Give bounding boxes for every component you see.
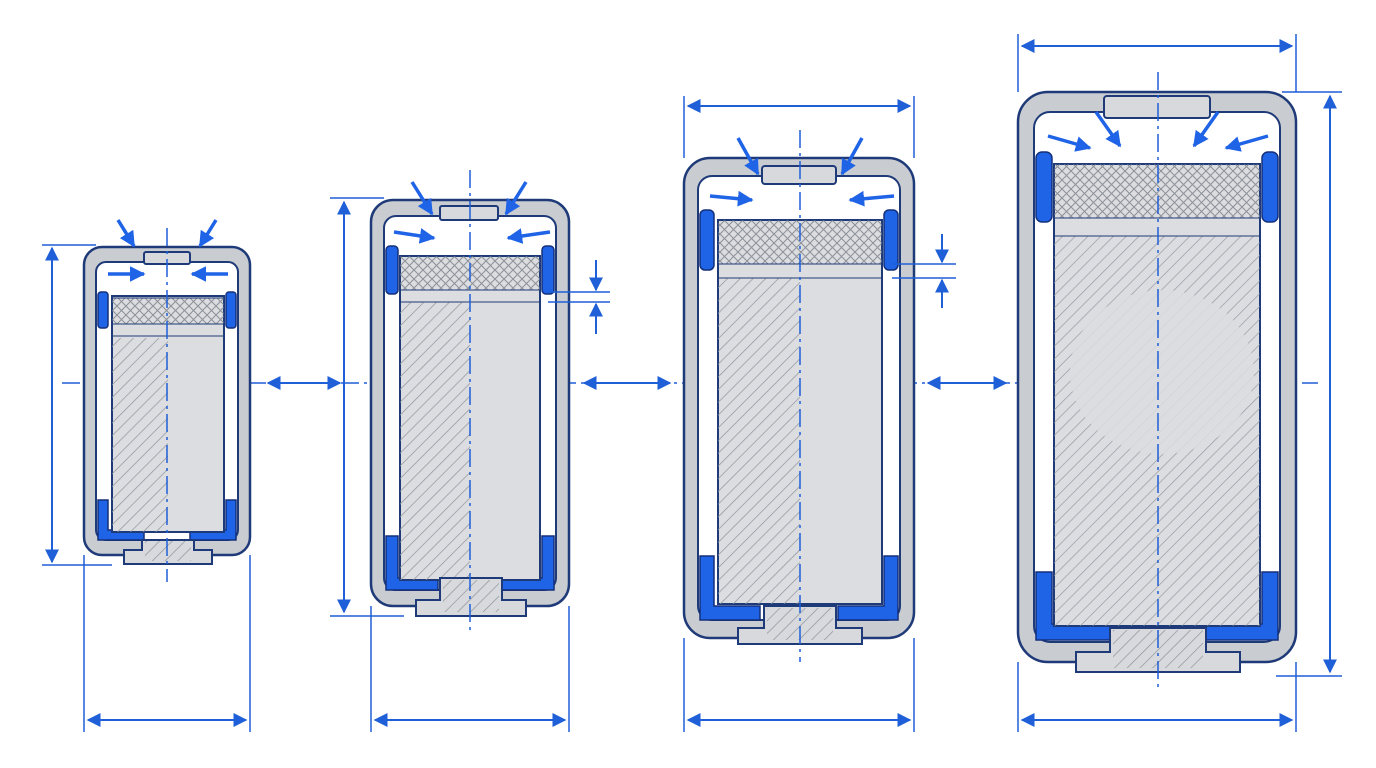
inflow-arrow-icon [736,137,760,176]
inflow-arrow-icon [1224,134,1269,152]
cell-3-seal-top-left [699,209,715,271]
cell-3 [682,96,956,732]
inflow-arrow-icon [506,228,551,244]
cell-3-core-hatch [718,278,800,604]
inflow-arrow-icon [848,190,895,207]
cell-4 [1016,34,1342,732]
cell-1-seal-top-left [97,291,109,329]
cell-2-seal-top-left [385,245,399,295]
cell-1-separator-layer [111,297,225,325]
cell-3-top-vent [761,165,837,185]
cell-1 [42,219,252,732]
inflow-arrow-icon [840,137,864,176]
inflow-arrow-icon [1047,134,1092,152]
inflow-arrow-icon [393,228,436,244]
inflow-arrow-icon [116,219,136,248]
cell-1-core-hatch [112,338,168,532]
cell-2-core-hatch [400,302,470,580]
cell-3-seal-top-right [883,209,899,271]
inflow-arrow-icon [1094,110,1122,148]
inflow-arrow-icon [709,190,754,207]
cell-2-top-vent [439,205,499,221]
cell-4-core-highlight [1070,290,1254,454]
cell-1-terminal-hatch [145,541,191,561]
inflow-arrow-icon [504,181,528,216]
inflow-arrow-icon [198,219,218,248]
cell-3-seal-bottom-left [699,555,761,621]
cell-1-seal-top-right [225,291,237,329]
cell-4-seal-top-right [1261,151,1279,223]
cell-2-seal-top-right [541,245,555,295]
cell-4-seal-top-left [1035,151,1053,223]
inflow-arrow-icon [1192,110,1220,148]
cell-4-top-vent [1103,95,1211,119]
cell-2-terminal-hatch [443,580,499,612]
cell-2 [330,170,610,732]
inflow-arrow-icon [410,181,434,216]
cell-3-seal-bottom-right [837,555,899,621]
cell-4-separator-layer [1053,163,1261,219]
